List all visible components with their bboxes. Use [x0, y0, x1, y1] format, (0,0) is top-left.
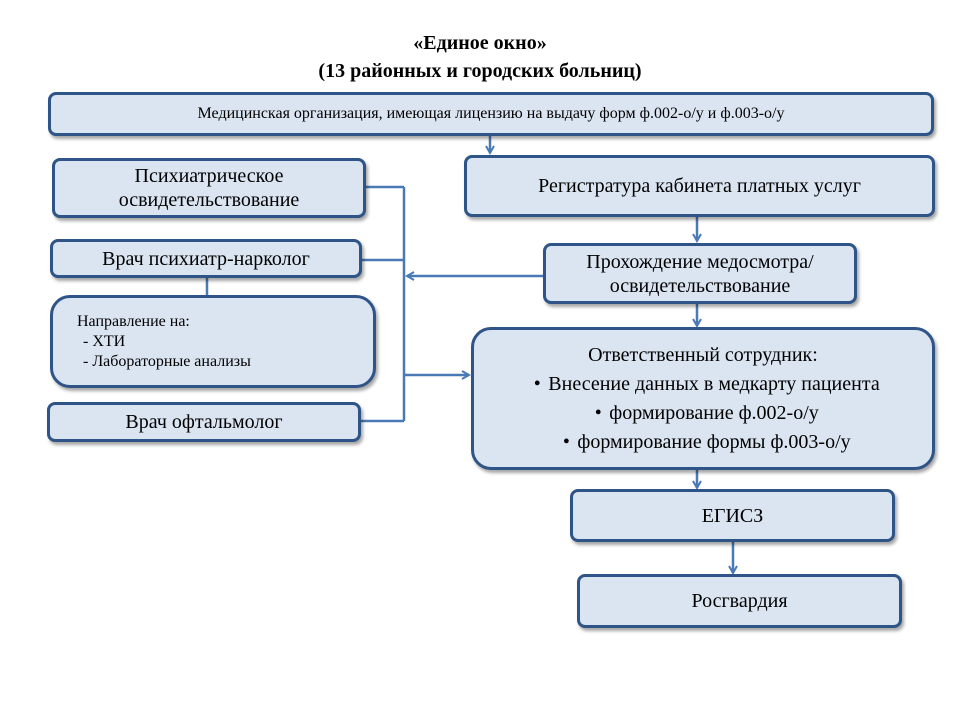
- egisz-label: ЕГИСЗ: [701, 504, 764, 527]
- diagram-title: «Единое окно»: [413, 32, 547, 54]
- psychiatric-exam-box: Психиатрическое освидетельствование: [52, 158, 366, 218]
- psychiatric-exam-label: Психиатрическое освидетельствование: [118, 165, 300, 211]
- diagram-subtitle: (13 районных и городских больниц): [318, 60, 642, 82]
- narcologist-box: Врач психиатр-нарколог: [50, 239, 362, 278]
- referral-item-lab: - Лабораторные анализы: [83, 352, 251, 370]
- referral-heading: Направление на:: [77, 312, 190, 330]
- referral-item-hti: - ХТИ: [83, 332, 126, 350]
- bullet-icon: •: [562, 430, 570, 453]
- ophthalmologist-box: Врач офтальмолог: [47, 402, 361, 442]
- responsible-item-002: •формирование ф.002-о/у: [587, 399, 819, 428]
- medical-exam-box: Прохождение медосмотра/ освидетельствова…: [543, 243, 857, 304]
- referral-box: Направление на: - ХТИ - Лабораторные ана…: [50, 295, 376, 388]
- egisz-box: ЕГИСЗ: [570, 489, 895, 542]
- responsible-employee-box: Ответственный сотрудник: •Внесение данны…: [471, 327, 935, 470]
- responsible-item-003: •формирование формы ф.003-о/у: [555, 428, 851, 457]
- responsible-heading: Ответственный сотрудник:: [588, 343, 818, 366]
- bullet-icon: •: [594, 401, 602, 424]
- responsible-item-medcard: •Внесение данных в медкарту пациента: [526, 370, 880, 399]
- bullet-icon: •: [533, 372, 541, 395]
- registry-box: Регистратура кабинета платных услуг: [464, 155, 935, 217]
- medical-organization-box: Медицинская организация, имеющая лицензи…: [48, 92, 934, 136]
- rosgvardia-label: Росгвардия: [691, 590, 788, 612]
- medical-exam-label: Прохождение медосмотра/ освидетельствова…: [586, 250, 814, 297]
- registry-label: Регистратура кабинета платных услуг: [538, 175, 861, 197]
- ophthalmologist-label: Врач офтальмолог: [125, 411, 283, 433]
- medical-organization-label: Медицинская организация, имеющая лицензи…: [197, 105, 785, 122]
- rosgvardia-box: Росгвардия: [577, 574, 902, 628]
- narcologist-label: Врач психиатр-нарколог: [102, 247, 310, 270]
